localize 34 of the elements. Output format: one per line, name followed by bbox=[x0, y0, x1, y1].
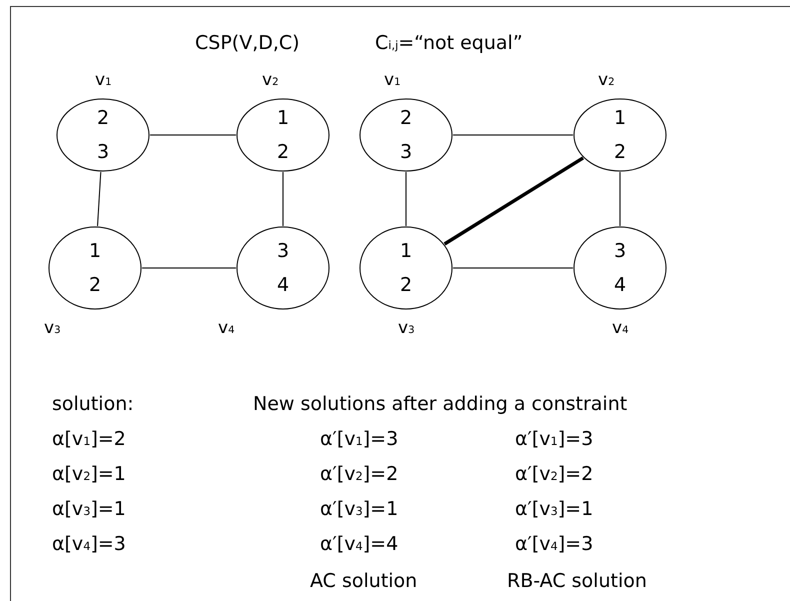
domain-ellipse bbox=[573, 226, 667, 310]
domain-ellipse bbox=[56, 98, 150, 172]
domain-value: 2 bbox=[96, 107, 110, 129]
domain-value: 2 bbox=[276, 141, 290, 163]
domain-value: 1 bbox=[612, 107, 628, 129]
domain-value: 2 bbox=[398, 107, 414, 129]
domain-value: 4 bbox=[276, 274, 290, 296]
domain-value: 2 bbox=[612, 141, 628, 163]
column-caption: AC solution bbox=[310, 570, 418, 592]
domain-value: 3 bbox=[96, 141, 110, 163]
column-caption: RB-AC solution bbox=[507, 570, 647, 592]
domain-value: 2 bbox=[88, 274, 102, 296]
domain-value: 3 bbox=[398, 141, 414, 163]
domain-ellipse bbox=[48, 226, 142, 310]
domain-ellipse bbox=[236, 226, 330, 310]
domain-ellipse bbox=[236, 98, 330, 172]
constraint-line bbox=[97, 171, 102, 227]
constraint-line bbox=[150, 134, 236, 136]
constraint-line bbox=[282, 172, 284, 226]
domain-value: 3 bbox=[612, 240, 628, 262]
section-heading: solution: bbox=[52, 393, 134, 415]
heading: CSP(V,D,C) bbox=[195, 32, 300, 54]
thick-constraint-line bbox=[444, 156, 584, 246]
domain-value: 4 bbox=[612, 274, 628, 296]
domain-value: 3 bbox=[276, 240, 290, 262]
domain-value: 1 bbox=[398, 240, 414, 262]
domain-value: 1 bbox=[276, 107, 290, 129]
domain-ellipse bbox=[359, 98, 453, 172]
domain-value: 1 bbox=[88, 240, 102, 262]
domain-value: 2 bbox=[398, 274, 414, 296]
section-heading: New solutions after adding a constraint bbox=[253, 393, 628, 415]
domain-ellipse bbox=[573, 98, 667, 172]
domain-ellipse bbox=[359, 226, 453, 310]
constraint-line bbox=[452, 134, 574, 136]
